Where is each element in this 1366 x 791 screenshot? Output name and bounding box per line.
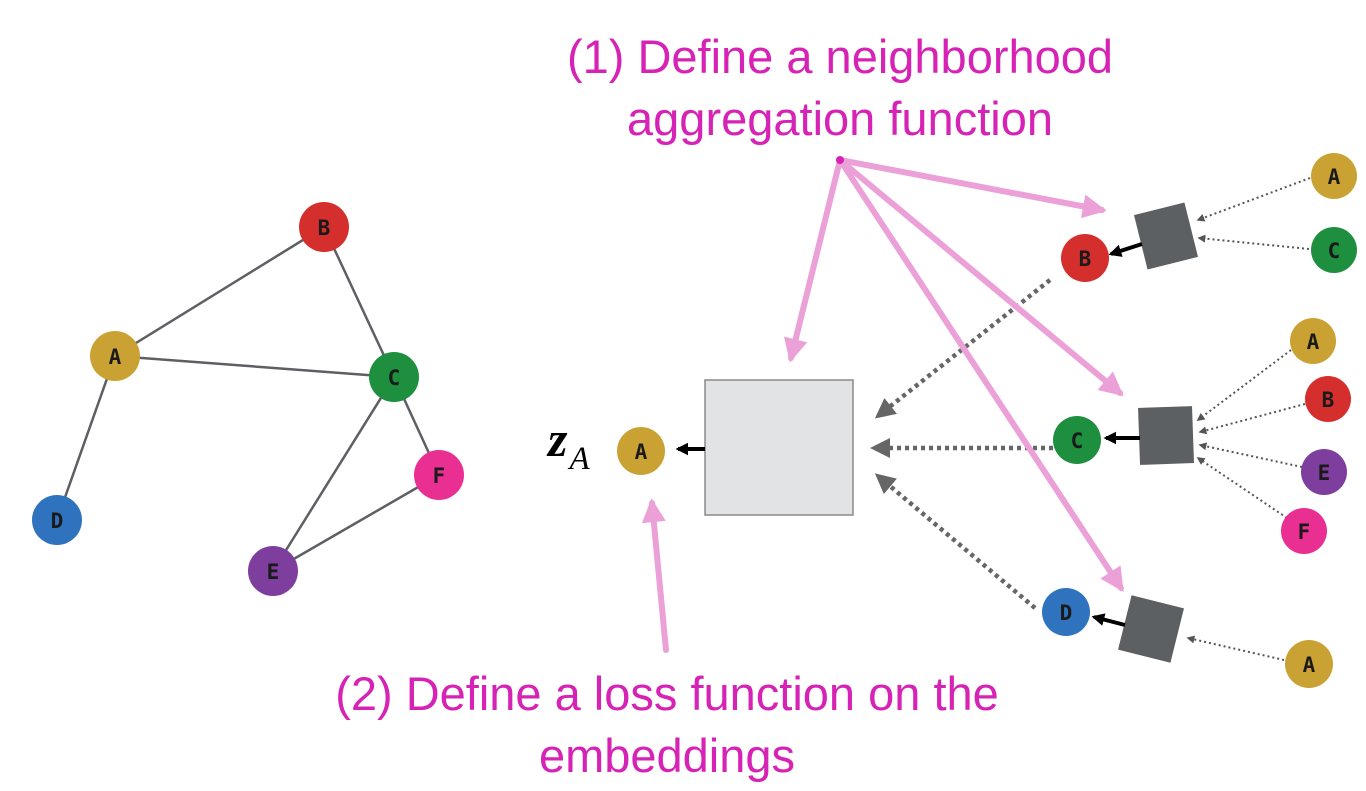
- edge-a-c: [114, 354, 395, 379]
- input-node-c-for-b-circle: [1311, 227, 1357, 273]
- input-node-b-for-c-circle: [1305, 376, 1351, 422]
- neighbor-node-c-circle: [1053, 416, 1101, 464]
- input-node-e-for-c-label: E: [1318, 461, 1331, 485]
- input-graph: A B C D E F: [32, 202, 464, 596]
- input-node-a-for-b-label: A: [1328, 165, 1341, 189]
- graph-node-a[interactable]: A: [90, 331, 140, 381]
- graph-node-c-circle: [369, 352, 419, 402]
- target-node-a-circle: [617, 427, 665, 475]
- caption-step-1-line-2: aggregation function: [627, 92, 1053, 145]
- input-a-to-agg-d: [1186, 635, 1285, 661]
- input-node-a-for-d[interactable]: A: [1285, 640, 1333, 688]
- graph-node-a-circle: [90, 331, 140, 381]
- input-node-e-for-c-circle: [1301, 449, 1347, 495]
- caption-step-2-line-1: (2) Define a loss function on the: [335, 667, 999, 720]
- agg-d-to-node-d: [1091, 613, 1126, 627]
- agg-box-c[interactable]: [1138, 406, 1194, 465]
- caption-step-2: (2) Define a loss function on the embedd…: [335, 667, 999, 782]
- graph-node-b-label: B: [318, 216, 331, 240]
- neighbor-node-d-circle: [1042, 588, 1090, 636]
- input-node-a-for-d-circle: [1285, 640, 1333, 688]
- input-e-to-agg-c: [1198, 442, 1303, 468]
- edge-a-d: [55, 355, 117, 521]
- neighbor-c-branch: C A B E F: [1053, 318, 1351, 554]
- agg-box-b[interactable]: [1133, 202, 1199, 270]
- input-node-a-for-d-label: A: [1303, 653, 1316, 677]
- graph-node-d[interactable]: D: [32, 495, 82, 545]
- input-f-to-agg-c: [1196, 457, 1288, 519]
- graph-node-f-circle: [414, 450, 464, 500]
- graph-edges: [55, 225, 441, 573]
- arrow-d-to-main: [874, 473, 1037, 610]
- neighbor-node-b-label: B: [1079, 247, 1092, 271]
- graph-node-b-circle: [299, 202, 349, 252]
- input-node-e-for-c[interactable]: E: [1301, 449, 1347, 495]
- input-node-f-for-c-label: F: [1298, 520, 1311, 544]
- graph-node-f[interactable]: F: [414, 450, 464, 500]
- computation-graph: A zA B A C: [546, 153, 1357, 688]
- edge-b-c: [322, 226, 396, 378]
- agg-b-to-node-b: [1108, 242, 1143, 257]
- callout-origin-dot: [836, 156, 844, 164]
- neighbor-b-branch: B A C: [1061, 153, 1357, 282]
- neighbor-node-d[interactable]: D: [1042, 588, 1090, 636]
- callout-arrow-to-agg-d: [837, 157, 1124, 593]
- neighbor-node-b-circle: [1061, 234, 1109, 282]
- input-node-c-for-b[interactable]: C: [1311, 227, 1357, 273]
- target-node-a-label: A: [635, 440, 648, 464]
- input-c-to-agg-b: [1197, 234, 1310, 250]
- input-node-c-for-b-label: C: [1328, 239, 1341, 263]
- input-a-to-agg-b: [1196, 177, 1311, 222]
- neighbor-node-c[interactable]: C: [1053, 416, 1101, 464]
- graph-node-c[interactable]: C: [369, 352, 419, 402]
- input-node-f-for-c-circle: [1281, 508, 1327, 554]
- graph-node-e[interactable]: E: [248, 546, 298, 596]
- graph-node-c-label: C: [388, 366, 401, 390]
- edge-c-e: [271, 376, 396, 572]
- graph-node-e-circle: [248, 546, 298, 596]
- input-node-b-for-c-label: B: [1322, 388, 1335, 412]
- input-b-to-agg-c: [1198, 403, 1306, 435]
- caption-step-1: (1) Define a neighborhood aggregation fu…: [567, 30, 1113, 145]
- neighbor-to-target-arrows: [869, 278, 1053, 610]
- graph-node-f-label: F: [433, 464, 446, 488]
- embedding-symbol: zA: [546, 411, 590, 477]
- graph-node-d-circle: [32, 495, 82, 545]
- edge-e-f: [272, 473, 440, 573]
- neighbor-node-d-label: D: [1060, 601, 1073, 625]
- input-node-f-for-c[interactable]: F: [1281, 508, 1327, 554]
- caption-step-1-line-1: (1) Define a neighborhood: [567, 30, 1113, 83]
- annotation-arrows: [641, 157, 1124, 653]
- input-node-a-for-c-circle: [1290, 318, 1336, 364]
- neighbor-node-c-label: C: [1071, 429, 1084, 453]
- callout-arrow-to-main-box: [783, 157, 843, 363]
- input-node-a-for-c-label: A: [1307, 330, 1320, 354]
- target-node-a[interactable]: A: [617, 427, 665, 475]
- embedding-symbol-subscript: A: [567, 441, 590, 477]
- main-aggregation-box[interactable]: [704, 379, 854, 516]
- edge-a-b: [114, 225, 325, 358]
- graph-node-e-label: E: [267, 560, 280, 584]
- callout-arrow-to-agg-b: [837, 157, 1107, 219]
- graph-node-b[interactable]: B: [299, 202, 349, 252]
- agg-box-d[interactable]: [1118, 595, 1184, 663]
- neighbor-node-b[interactable]: B: [1061, 234, 1109, 282]
- input-node-a-for-b[interactable]: A: [1311, 153, 1357, 199]
- embedding-symbol-z: z: [546, 411, 568, 467]
- neighbor-d-branch: D A: [1042, 588, 1333, 688]
- caption-step-2-line-2: embeddings: [539, 729, 795, 782]
- callout-arrow-to-agg-c: [837, 157, 1124, 397]
- graph-node-a-label: A: [109, 345, 122, 369]
- input-node-a-for-b-circle: [1311, 153, 1357, 199]
- callout-arrow-to-target: [641, 498, 669, 653]
- input-a-to-agg-c: [1196, 349, 1292, 421]
- graph-node-d-label: D: [51, 509, 64, 533]
- input-node-a-for-c[interactable]: A: [1290, 318, 1336, 364]
- input-node-b-for-c[interactable]: B: [1305, 376, 1351, 422]
